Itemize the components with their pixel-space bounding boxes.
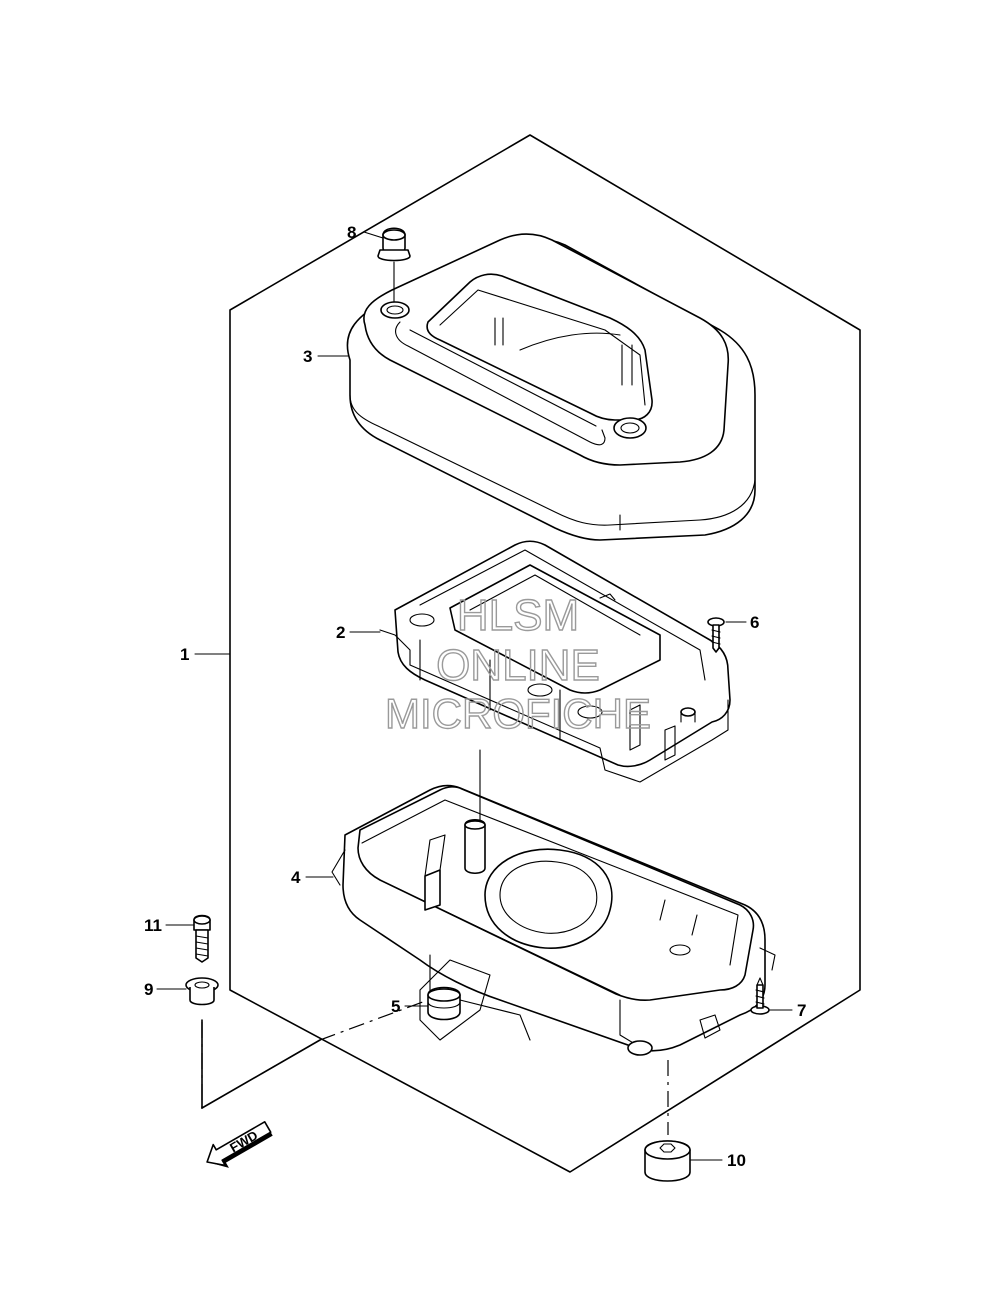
part-label-2: 2 xyxy=(336,623,345,642)
part-grommet-10 xyxy=(644,1140,691,1182)
part-bolt-11 xyxy=(193,914,211,963)
watermark-line-3: MICROFICHE xyxy=(385,690,651,737)
part-collar-9 xyxy=(185,977,219,1006)
watermark-line-2: ONLINE xyxy=(436,641,600,690)
part-label-8: 8 xyxy=(347,223,356,242)
part-label-6: 6 xyxy=(750,613,759,632)
part-label-4: 4 xyxy=(291,868,301,887)
assembly-boundary xyxy=(229,134,861,1173)
alignment-line-grommet xyxy=(319,999,429,1041)
watermark-line-1: HLSM xyxy=(457,591,579,640)
part-label-9: 9 xyxy=(144,980,153,999)
part-label-7: 7 xyxy=(797,1001,806,1020)
part-lower-case xyxy=(331,749,776,1056)
part-cover xyxy=(346,233,756,541)
part-meter-unit xyxy=(379,540,731,783)
part-screw-6 xyxy=(707,617,725,653)
part-grommet-5 xyxy=(427,986,461,1021)
fwd-arrow-icon: FWD xyxy=(206,1121,273,1168)
part-label-3: 3 xyxy=(303,347,312,366)
assembly-line-fwd xyxy=(201,1039,321,1109)
part-label-11: 11 xyxy=(144,916,162,935)
leader-line-8 xyxy=(363,231,384,239)
part-screw-7 xyxy=(750,977,770,1015)
alignment-line-collar xyxy=(201,1022,321,1110)
part-label-1: 1 xyxy=(180,645,189,664)
part-label-5: 5 xyxy=(391,997,400,1016)
watermark: HLSM ONLINE MICROFICHE xyxy=(384,590,651,737)
part-grommet-8 xyxy=(377,227,411,303)
part-label-10: 10 xyxy=(727,1151,746,1170)
